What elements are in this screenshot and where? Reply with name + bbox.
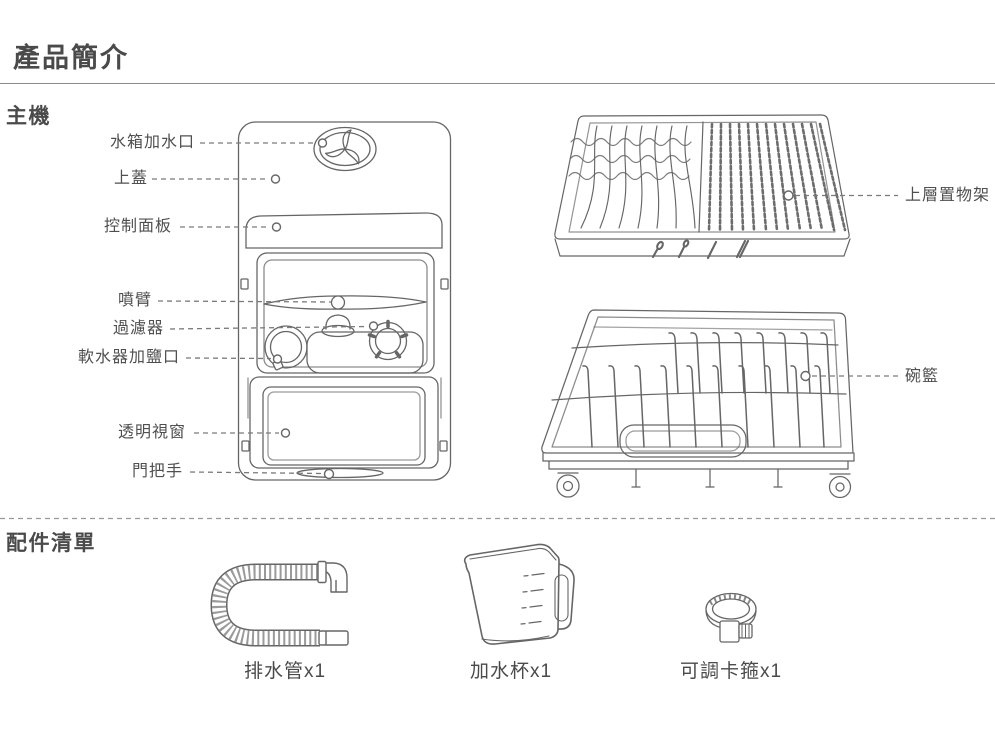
hinge-details (240, 278, 449, 452)
label-water-cup: 加水杯x1 (469, 661, 553, 682)
section-heading-accessories: 配件清單 (6, 532, 96, 555)
door-handle-shape (296, 467, 384, 479)
water-fill-port-shape (313, 126, 377, 172)
basket-prongs (582, 332, 831, 448)
label-adjustable-clamp: 可調卡箍x1 (679, 661, 783, 682)
rack-rods (707, 122, 847, 232)
label-door-handle: 門把手 (131, 463, 183, 480)
spray-arm-shape (263, 295, 427, 310)
label-filter: 過濾器 (112, 320, 164, 337)
utensil-marks (651, 239, 750, 260)
sump-tray (306, 331, 424, 374)
main-unit-illustration (237, 121, 452, 481)
cup-body (463, 543, 560, 645)
leader-lines (152, 142, 901, 475)
cup-handle (557, 563, 575, 630)
page-title: 產品簡介 (13, 43, 129, 73)
basket-wheels (556, 468, 852, 499)
drain-hose-illustration (210, 560, 349, 647)
bowl-basket-illustration (541, 309, 855, 499)
water-cup-illustration (463, 543, 575, 645)
label-softener-salt-inlet: 軟水器加鹽口 (77, 349, 180, 366)
clamp-band-inner (711, 598, 751, 620)
filter-knob-shape (321, 314, 355, 338)
label-transparent-window: 透明視窗 (117, 424, 186, 441)
label-top-cover: 上蓋 (113, 170, 148, 187)
label-spray-arm: 噴臂 (117, 292, 152, 309)
label-control-panel: 控制面板 (103, 218, 172, 235)
rack-tray-frame (554, 114, 851, 257)
label-water-tank-inlet: 水箱加水口 (109, 134, 195, 151)
basket-frame (541, 309, 855, 470)
leader-dots (270, 138, 811, 480)
title-underline (0, 83, 995, 84)
adjustable-clamp-illustration (705, 592, 757, 643)
plate-holder-prongs (568, 125, 696, 229)
door-window-shape (249, 376, 439, 469)
section-heading-main-unit: 主機 (6, 105, 51, 128)
control-panel-shape (245, 212, 443, 249)
label-upper-rack: 上層置物架 (905, 187, 991, 204)
label-drain-hose: 排水管x1 (243, 661, 327, 682)
basket-handle (619, 424, 747, 458)
upper-rack-illustration (554, 114, 851, 260)
main-unit-body (237, 121, 452, 481)
filter-ring (367, 319, 409, 361)
cup-scale-marks (520, 572, 545, 625)
label-bowl-basket: 碗籃 (905, 368, 940, 385)
